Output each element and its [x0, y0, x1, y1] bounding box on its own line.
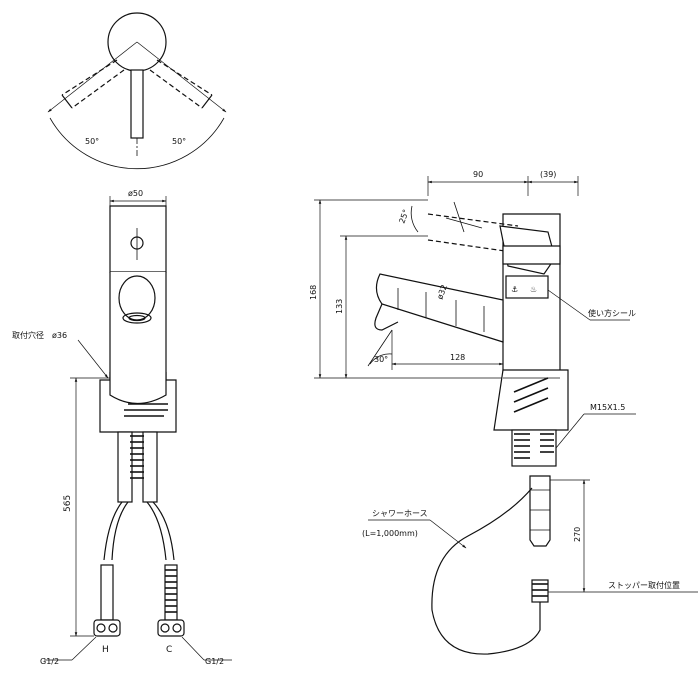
side-view: 90 (39) 25° ⚓ ♨ ø32 [309, 170, 698, 655]
handle-lever [502, 245, 561, 265]
lever-right [149, 59, 213, 109]
seal-label: 使い方シール [588, 308, 636, 318]
thread-left-label: G1/2 [40, 657, 59, 666]
tube-right [142, 431, 158, 503]
flex-hose-hot [103, 501, 123, 561]
faucet-head [109, 205, 167, 273]
side-base-hatch [513, 377, 549, 413]
hot-label: H [102, 645, 109, 655]
hose-lower-hot [100, 564, 114, 621]
dia-top-label: ø50 [128, 189, 143, 198]
thread-hatch [124, 403, 168, 417]
dim-39-label: (39) [540, 170, 556, 179]
dim-168-label: 168 [309, 285, 318, 300]
angle-right-label: 50° [172, 137, 186, 146]
angle-arc [49, 117, 225, 170]
side-base [493, 369, 569, 431]
nut-hot [93, 619, 121, 637]
height-565-label: 565 [63, 495, 73, 512]
angle-left-label: 50° [85, 137, 99, 146]
thread-m15-label: M15X1.5 [590, 403, 625, 412]
usage-seal [505, 275, 549, 299]
stopper-label: ストッパー取付位置 [608, 580, 680, 590]
dim-270-label: 270 [573, 527, 582, 542]
top-view: 50° 50° [47, 12, 227, 170]
pull-out-spout [374, 273, 504, 343]
hose-length-label: (L=1,000mm) [362, 529, 418, 538]
nut-cold [157, 619, 185, 637]
side-shank [511, 429, 557, 467]
lever-left [61, 59, 125, 109]
thread-right-label: G1/2 [205, 657, 224, 666]
svg-text:♨: ♨ [530, 285, 537, 294]
cold-label: C [166, 645, 172, 655]
shower-hose-loop [431, 487, 541, 655]
dim-90-label: 90 [473, 170, 483, 179]
svg-text:⚓: ⚓ [511, 285, 518, 294]
mount-hole-label: 取付穴径 ø36 [12, 330, 67, 340]
front-view: ø50 [12, 189, 232, 666]
hose-hatch [130, 435, 144, 479]
spout-aerator [122, 312, 152, 324]
tube-left [117, 431, 133, 503]
hose-fitting [529, 475, 551, 547]
dim-133-label: 133 [335, 299, 344, 314]
lever-center [130, 69, 144, 139]
flex-hose-cold [146, 501, 167, 561]
dim-128-label: 128 [450, 353, 465, 362]
shower-hose-label: シャワーホース [372, 509, 428, 518]
angle-30-label: 30° [374, 355, 388, 364]
angle-25-label: 25° [397, 208, 410, 224]
